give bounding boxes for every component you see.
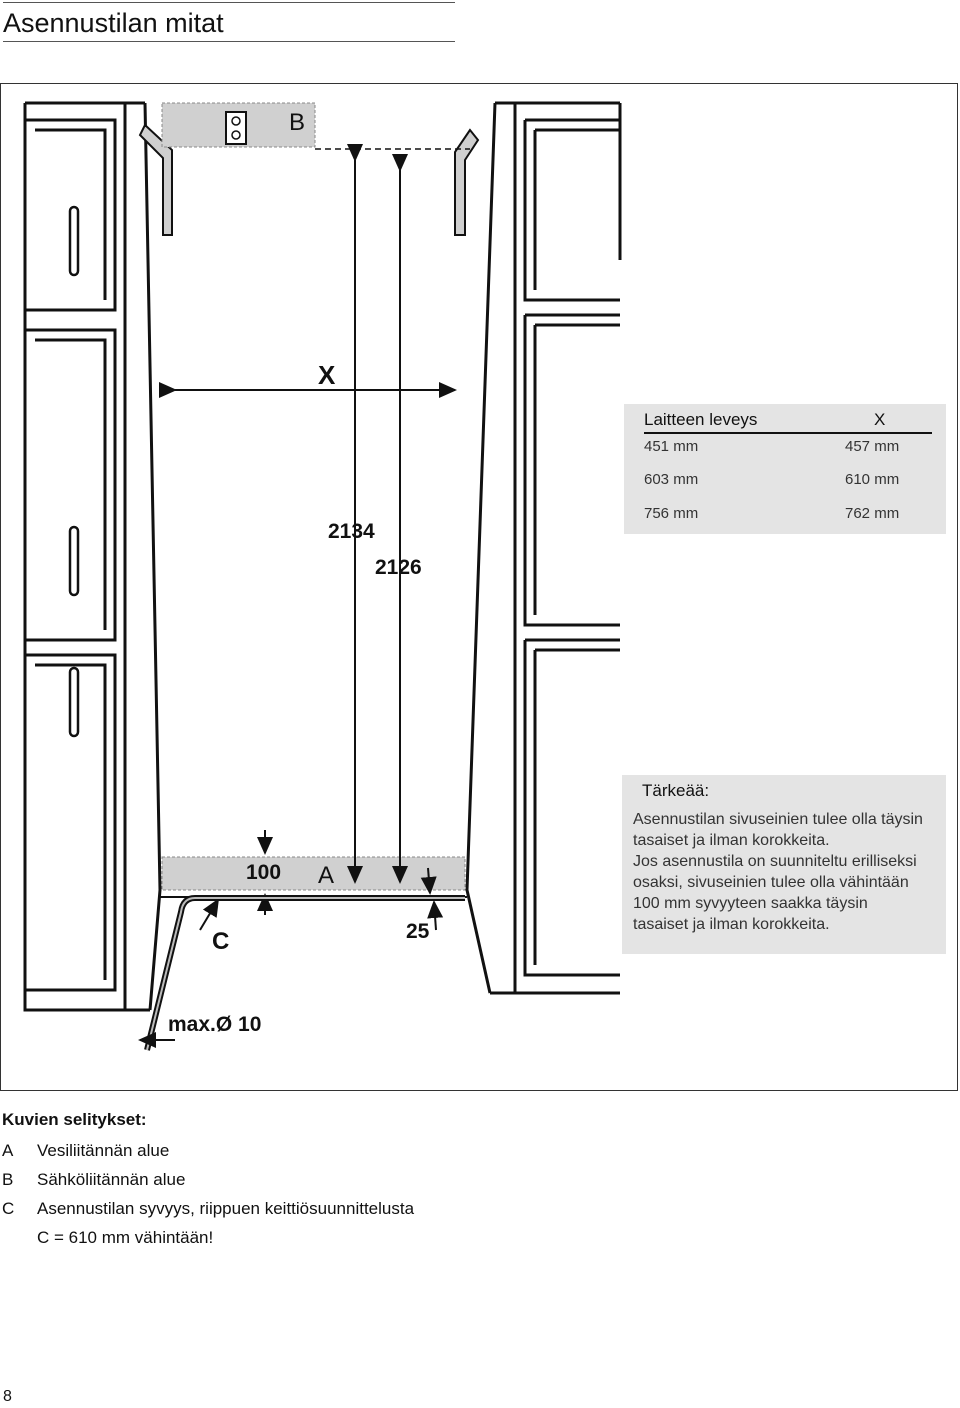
note-line: 100 mm syvyyteen saakka täysin [633,895,868,912]
x-cell: 457 mm [845,438,900,455]
legend-heading: Kuvien selitykset: [2,1110,147,1129]
zone-b-label: B [289,109,306,136]
handle [68,666,80,738]
legend-item: A Vesiliitännän alue [2,1141,702,1163]
legend-text: Sähköliitännän alue [37,1170,186,1189]
depth-c-label: C [212,928,230,955]
legend-item: B Sähköliitännän alue [2,1170,702,1192]
socket-icon [225,111,247,145]
x-cell: 762 mm [845,505,900,522]
note-line: Jos asennustila on suunniteltu erillisek… [633,853,917,870]
device-width-cell: 756 mm [644,505,699,522]
legend-key: A [2,1141,14,1160]
handle [68,205,80,277]
left-side-wall [143,102,162,1011]
note-line: osaksi, sivuseinien tulee olla vähintään [633,874,909,891]
dimension-25-label: 25 [406,920,430,943]
max-diameter-label: max.Ø 10 [168,1013,262,1036]
legend-key: C [2,1199,15,1218]
legend-text: Asennustilan syvyys, riippuen keittiösuu… [37,1199,415,1218]
left-bracket [138,123,173,236]
important-note: Tärkeää: Asennustilan sivuseinien tulee … [622,775,946,954]
device-width-cell: 603 mm [644,471,699,488]
installation-diagram [23,101,622,1051]
width-table: Laitteen leveys X 451 mm 457 mm 603 mm 6… [624,404,946,534]
x-cell: 610 mm [845,471,900,488]
dimension-2126-label: 2126 [375,556,422,579]
column-device-width: Laitteen leveys [644,410,758,429]
page-title: Asennustilan mitat [3,2,455,42]
zone-a [161,856,466,891]
legend-item: C Asennustilan syvyys, riippuen keittiös… [2,1199,702,1221]
right-bracket [454,128,480,236]
dimension-100-label: 100 [246,861,282,884]
note-line: tasaiset ja ilman korokkeita. [633,916,830,933]
zone-a-label: A [318,862,335,889]
note-line: Asennustilan sivuseinien tulee olla täys… [633,811,923,828]
page-number: 8 [3,1388,12,1405]
important-note-title: Tärkeää: [642,781,710,800]
legend-text: Vesiliitännän alue [37,1141,170,1160]
right-cabinet [490,101,622,995]
dimension-2134-label: 2134 [328,520,375,543]
left-cabinet [23,101,150,1012]
legend-c-note: C = 610 mm vähintään! [37,1228,214,1247]
note-line: tasaiset ja ilman korokkeita. [633,832,830,849]
legend-key: B [2,1170,14,1189]
dimension-x-label: X [318,360,336,390]
column-x: X [874,410,886,429]
width-table-header: Laitteen leveys X [644,408,932,434]
device-width-cell: 451 mm [644,438,699,455]
handle [68,525,80,597]
right-side-wall [465,102,497,994]
figure-frame [0,83,958,1091]
